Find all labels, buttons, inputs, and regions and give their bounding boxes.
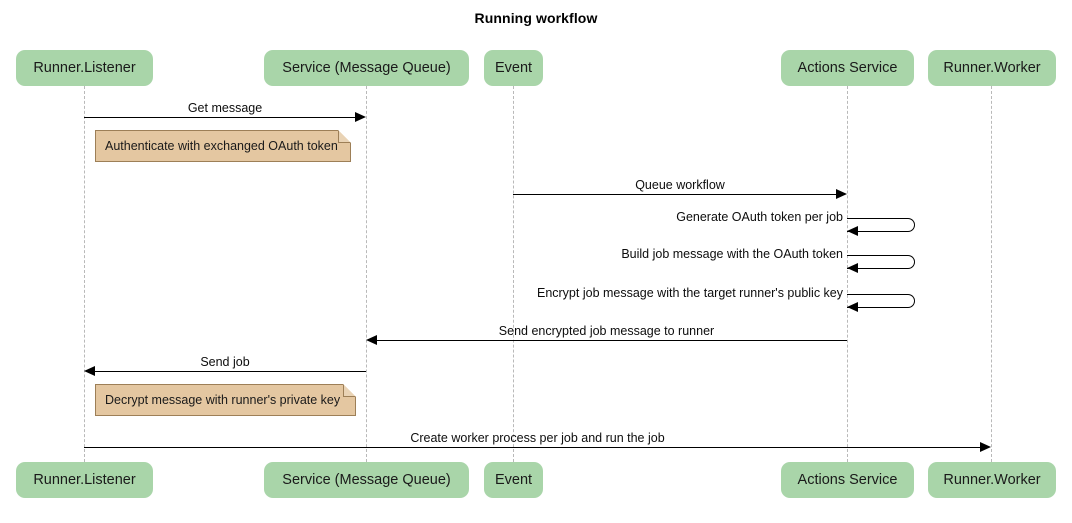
message-line-get-message — [84, 117, 355, 118]
message-line-create-worker-process — [84, 447, 980, 448]
message-label-queue-workflow: Queue workflow — [635, 178, 725, 192]
arrowhead-create-worker-process — [980, 442, 991, 452]
message-label-encrypt-job-message: Encrypt job message with the target runn… — [536, 286, 843, 300]
lifeline-runner-worker — [991, 86, 992, 462]
note-text-authenticate-oauth-token: Authenticate with exchanged OAuth token — [105, 139, 338, 153]
participant-top-runner-listener[interactable]: Runner.Listener — [16, 50, 153, 86]
note-decrypt-private-key: Decrypt message with runner's private ke… — [95, 384, 356, 416]
participant-bottom-actions-service[interactable]: Actions Service — [781, 462, 914, 498]
lifeline-event — [513, 86, 514, 462]
participant-bottom-service-message-queue[interactable]: Service (Message Queue) — [264, 462, 469, 498]
message-line-send-encrypted-job-message — [377, 340, 847, 341]
arrowhead-encrypt-job-message — [847, 302, 858, 312]
message-label-send-encrypted-job-message: Send encrypted job message to runner — [498, 324, 715, 338]
arrowhead-send-encrypted-job-message — [366, 335, 377, 345]
message-label-get-message: Get message — [187, 101, 263, 115]
lifeline-actions-service — [847, 86, 848, 462]
participant-top-event[interactable]: Event — [484, 50, 543, 86]
arrowhead-queue-workflow — [836, 189, 847, 199]
lifeline-runner-listener — [84, 86, 85, 462]
arrowhead-generate-oauth-token — [847, 226, 858, 236]
message-label-send-job: Send job — [200, 355, 250, 369]
message-label-generate-oauth-token: Generate OAuth token per job — [676, 210, 843, 224]
note-text-decrypt-private-key: Decrypt message with runner's private ke… — [105, 393, 341, 407]
arrowhead-get-message — [355, 112, 366, 122]
selfloop-encrypt-job-message — [847, 294, 915, 308]
participant-bottom-runner-listener[interactable]: Runner.Listener — [16, 462, 153, 498]
participant-bottom-runner-worker[interactable]: Runner.Worker — [928, 462, 1056, 498]
participant-top-runner-worker[interactable]: Runner.Worker — [928, 50, 1056, 86]
message-line-queue-workflow — [513, 194, 836, 195]
selfloop-generate-oauth-token — [847, 218, 915, 232]
note-authenticate-oauth-token: Authenticate with exchanged OAuth token — [95, 130, 351, 162]
message-line-send-job — [95, 371, 366, 372]
arrowhead-build-job-message — [847, 263, 858, 273]
participant-bottom-event[interactable]: Event — [484, 462, 543, 498]
selfloop-build-job-message — [847, 255, 915, 269]
diagram-title: Running workflow — [474, 10, 598, 26]
participant-top-service-message-queue[interactable]: Service (Message Queue) — [264, 50, 469, 86]
message-label-build-job-message: Build job message with the OAuth token — [621, 247, 843, 261]
arrowhead-send-job — [84, 366, 95, 376]
message-label-create-worker-process: Create worker process per job and run th… — [410, 431, 665, 445]
participant-top-actions-service[interactable]: Actions Service — [781, 50, 914, 86]
lifeline-service-message-queue — [366, 86, 367, 462]
